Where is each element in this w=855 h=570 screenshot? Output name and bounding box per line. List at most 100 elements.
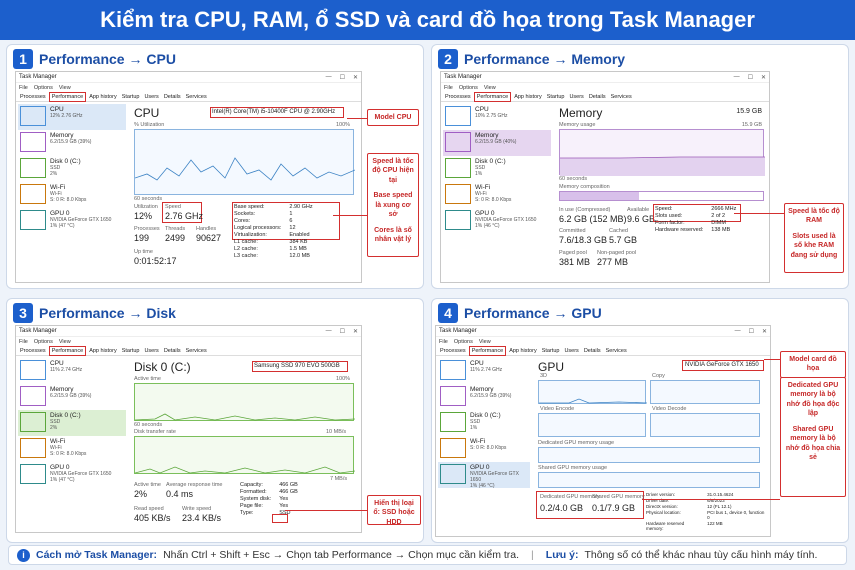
menu-view[interactable]: View [58,338,71,345]
menu-file[interactable]: File [439,338,448,345]
page-title: Kiểm tra CPU, RAM, ổ SSD và card đồ họa … [0,0,855,40]
cpu-speed: 2.76 GHz [165,211,204,221]
memory-graph [559,129,765,176]
tab-services[interactable]: Services [605,347,627,354]
menu-options[interactable]: Options [453,338,473,345]
tab-performance[interactable]: Performance [48,345,87,356]
close-icon[interactable]: ✕ [760,74,766,81]
tab-details[interactable]: Details [588,93,606,100]
gpu-3d-graph [538,380,647,404]
minimize-icon[interactable]: — [325,73,332,80]
spec-value: 466 GB [279,482,298,488]
tab-services[interactable]: Services [185,93,207,100]
menu-view[interactable]: View [58,84,71,91]
menu-options[interactable]: Options [458,84,478,91]
menu-file[interactable]: File [19,338,28,345]
spec-value: 122 MB [707,521,723,526]
menu-view[interactable]: View [483,84,496,91]
gpu-dedicated-graph [538,447,760,463]
tab-app-history[interactable]: App history [89,93,117,100]
menu-options[interactable]: Options [33,338,53,345]
tab-app-history[interactable]: App history [514,93,542,100]
tab-details[interactable]: Details [163,93,181,100]
tab-services[interactable]: Services [610,93,632,100]
note-gpu-memory: Dedicated GPU memory là bộ nhớ đồ họa độ… [780,377,846,497]
tab-details[interactable]: Details [583,347,601,354]
tab-app-history[interactable]: App history [509,347,537,354]
note-gpu-model: Model card đồ họa [780,351,846,378]
spec-key: System disk: [240,496,272,502]
maximize-icon[interactable]: ☐ [339,328,345,335]
tab-processes[interactable]: Processes [440,347,466,354]
menu-file[interactable]: File [444,84,453,91]
maximize-icon[interactable]: ☐ [747,74,753,81]
tab-startup[interactable]: Startup [546,93,565,100]
close-icon[interactable]: ✕ [761,328,767,335]
disk-model: Samsung SSD 970 EVO 500GB [254,363,340,369]
spec-key: DirectX version: [646,504,678,509]
spec-key: Virtualization: [234,232,267,238]
gpu-shared-graph [538,472,760,488]
tab-processes[interactable]: Processes [445,93,471,100]
spec-value: 138 MB [711,227,731,233]
spec-key: Speed: [655,206,673,212]
tab-users[interactable]: Users [144,347,159,354]
tab-startup[interactable]: Startup [121,93,140,100]
tab-startup[interactable]: Startup [541,347,560,354]
spec-key: Sockets: [234,211,256,217]
spec-key: Driver date: [646,498,670,503]
tab-performance[interactable]: Performance [48,91,87,102]
tab-performance[interactable]: Performance [468,345,507,356]
minimize-icon[interactable]: — [733,73,740,80]
tab-processes[interactable]: Processes [20,347,46,354]
tab-users[interactable]: Users [144,93,159,100]
cpu-utilization: 12% [134,211,153,221]
menu-options[interactable]: Options [33,84,53,91]
tab-startup[interactable]: Startup [121,347,140,354]
tab-services[interactable]: Services [185,347,207,354]
close-icon[interactable]: ✕ [352,328,358,335]
maximize-icon[interactable]: ☐ [339,74,345,81]
tab-details[interactable]: Details [163,347,181,354]
section-heading: Disk 0 (C:) [134,360,191,374]
menu-view[interactable]: View [478,338,491,345]
tab-processes[interactable]: Processes [20,93,46,100]
spec-value: 12.0 MB [289,253,310,259]
menu-file[interactable]: File [19,84,28,91]
tab-performance[interactable]: Performance [473,91,512,102]
spec-value: 2666 MHz [711,206,737,212]
minimize-icon[interactable]: — [734,327,741,334]
footer-note: Thông số có thể khác nhau tùy cấu hình m… [584,549,818,561]
tab-users[interactable]: Users [564,347,579,354]
spec-value: PCI bus 1, device 0, function 0 [707,510,765,520]
close-icon[interactable]: ✕ [352,74,358,81]
tab-app-history[interactable]: App history [89,347,117,354]
spec-value: DIMM [711,220,726,226]
minimize-icon[interactable]: — [325,327,332,334]
maximize-icon[interactable]: ☐ [748,328,754,335]
tab-users[interactable]: Users [569,93,584,100]
